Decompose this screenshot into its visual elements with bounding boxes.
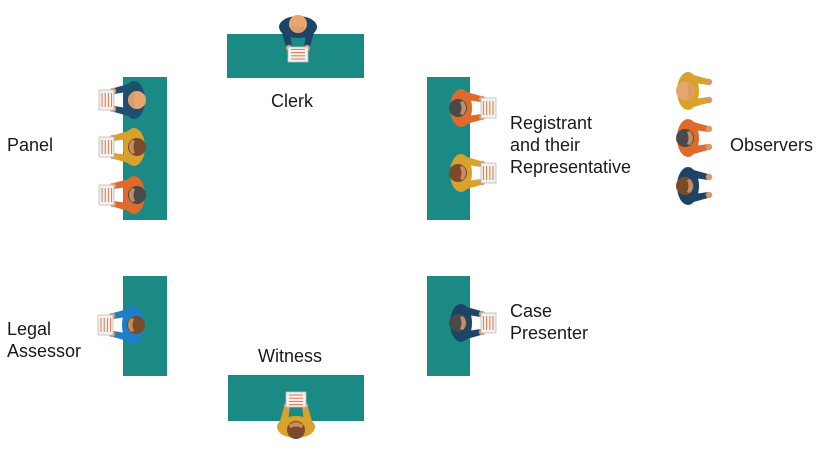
document-icon	[285, 391, 307, 408]
witness-label: Witness	[258, 346, 323, 366]
document-icon	[97, 314, 114, 336]
clerk-person-icon	[279, 15, 317, 63]
document-icon	[480, 162, 497, 184]
registrant-person-icon	[449, 89, 497, 127]
document-icon	[98, 136, 115, 158]
person-figure	[676, 119, 713, 157]
witness-person-icon	[277, 391, 315, 439]
clerk-label: Clerk	[271, 91, 314, 111]
observer-3-icon	[676, 167, 713, 205]
person-figure	[279, 15, 317, 63]
person-figure	[98, 128, 146, 166]
person-figure	[449, 89, 497, 127]
panel-member-1-icon	[98, 81, 146, 119]
document-icon	[98, 184, 115, 206]
observer-2-icon	[676, 119, 713, 157]
person-figure	[97, 306, 145, 344]
panel-member-2-icon	[98, 128, 146, 166]
person-figure	[676, 167, 713, 205]
panel-label: Panel	[7, 135, 54, 155]
person-figure	[98, 176, 146, 214]
person-figure	[98, 81, 146, 119]
document-icon	[287, 46, 309, 63]
observers-label: Observers	[730, 135, 814, 155]
legal-assessor-label: Legal Assessor	[7, 319, 82, 361]
document-icon	[480, 312, 497, 334]
case-presenter-label: Case Presenter	[510, 301, 589, 343]
registrant-label: Registrant and their Representative	[510, 113, 632, 177]
person-figure	[449, 304, 497, 342]
representative-person-icon	[449, 154, 497, 192]
document-icon	[98, 89, 115, 111]
person-figure	[449, 154, 497, 192]
panel-member-3-icon	[98, 176, 146, 214]
legal-assessor-person-icon	[97, 306, 145, 344]
document-icon	[480, 97, 497, 119]
person-figure	[277, 391, 315, 439]
observer-1-icon	[676, 72, 713, 110]
case-presenter-person-icon	[449, 304, 497, 342]
person-figure	[676, 72, 713, 110]
